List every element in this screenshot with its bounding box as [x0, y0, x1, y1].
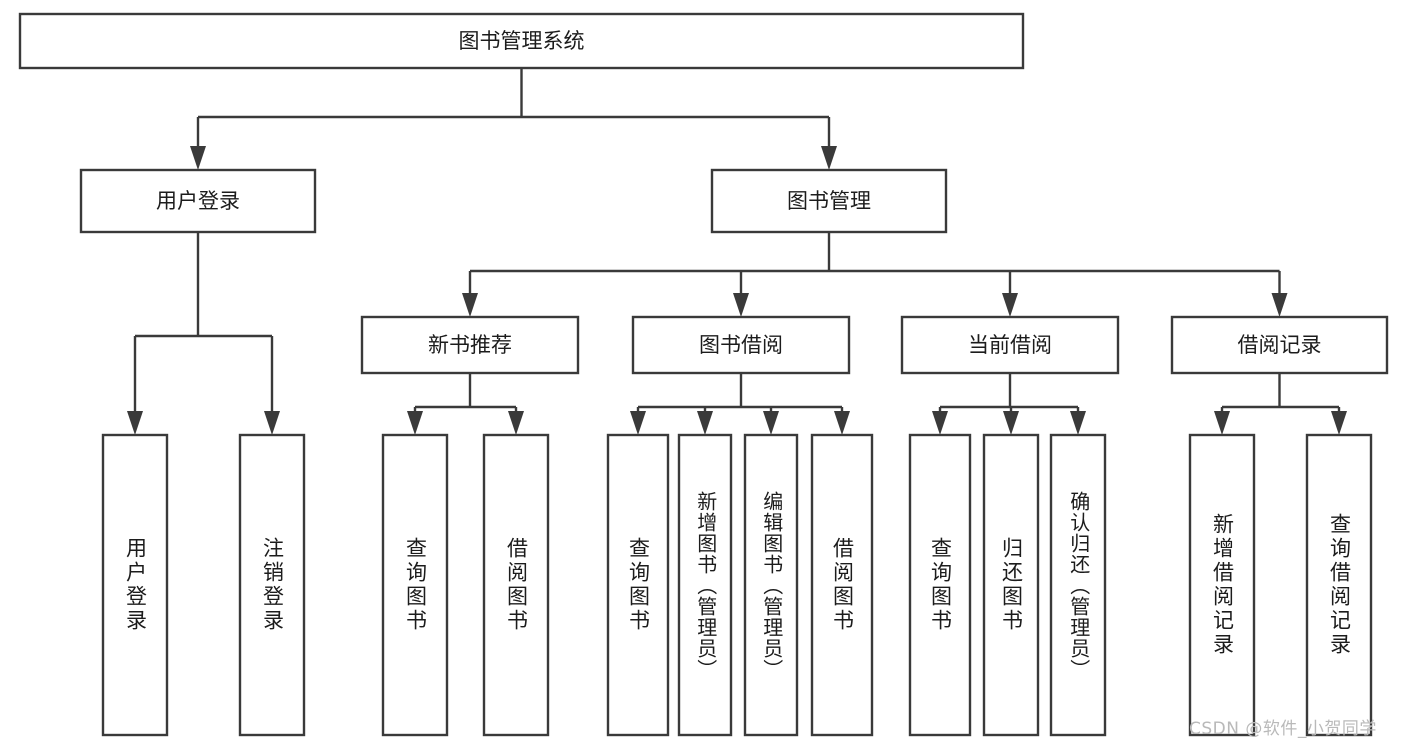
node-box-leaf-new-2[interactable]: [482, 433, 550, 737]
node-label-bookmgr: 图书管理: [787, 189, 871, 213]
arrow-head-icon: [1271, 293, 1288, 317]
node-label-current: 当前借阅: [968, 333, 1052, 357]
node-label-borrow: 图书借阅: [699, 333, 783, 357]
node-label-wrap-leaf-borrow-1[interactable]: 查询图书: [608, 435, 668, 735]
node-label-leaf-new-2: 借阅图书: [504, 537, 529, 633]
arrow-head-icon: [1070, 411, 1086, 435]
node-box-leaf-login-1[interactable]: [101, 433, 169, 737]
node-label-leaf-cur-3: 确认归还（管理员）: [1066, 490, 1091, 680]
node-box-leaf-login-2[interactable]: [238, 433, 306, 737]
node-box-leaf-rec-2[interactable]: [1305, 433, 1373, 737]
node-label-newbook: 新书推荐: [428, 333, 512, 357]
arrow-head-icon: [1331, 411, 1347, 435]
arrow-head-icon: [1002, 293, 1018, 317]
node-label-wrap-leaf-cur-2[interactable]: 归还图书: [984, 435, 1038, 735]
node-box-leaf-rec-1[interactable]: [1188, 433, 1256, 737]
node-label-wrap-leaf-borrow-4[interactable]: 借阅图书: [812, 435, 872, 735]
arrow-head-icon: [697, 411, 713, 435]
node-label-wrap-leaf-cur-1[interactable]: 查询图书: [910, 435, 970, 735]
node-box-leaf-borrow-2[interactable]: [677, 433, 733, 737]
node-box-login[interactable]: [79, 168, 317, 234]
node-box-leaf-cur-2[interactable]: [982, 433, 1040, 737]
csdn-watermark: CSDN @软件_小贺同学: [1189, 719, 1377, 739]
node-label-leaf-login-1: 用户登录: [123, 537, 148, 633]
arrow-head-icon: [127, 411, 143, 435]
arrow-head-icon: [264, 411, 280, 435]
arrow-head-icon: [630, 411, 646, 435]
node-box-leaf-new-1[interactable]: [381, 433, 449, 737]
node-label-wrap-leaf-cur-3[interactable]: 确认归还（管理员）: [1051, 435, 1105, 735]
arrow-head-icon: [407, 411, 423, 435]
node-label-wrap-leaf-new-1[interactable]: 查询图书: [383, 435, 447, 735]
edges-layer: [127, 68, 1347, 435]
node-box-leaf-borrow-1[interactable]: [606, 433, 670, 737]
node-label-leaf-borrow-3: 编辑图书（管理员）: [759, 490, 784, 680]
node-label-leaf-cur-2: 归还图书: [999, 537, 1024, 633]
node-label-wrap-leaf-new-2[interactable]: 借阅图书: [484, 435, 548, 735]
arrow-head-icon: [508, 411, 524, 435]
node-box-newbook[interactable]: [360, 315, 580, 375]
node-label-wrap-leaf-borrow-3[interactable]: 编辑图书（管理员）: [745, 435, 797, 735]
node-label-wrap-leaf-rec-1[interactable]: 新增借阅记录: [1190, 435, 1254, 735]
arrow-head-icon: [821, 146, 837, 170]
arrow-head-icon: [1214, 411, 1230, 435]
node-label-wrap-leaf-borrow-2[interactable]: 新增图书（管理员）: [679, 435, 731, 735]
arrow-head-icon: [932, 411, 948, 435]
node-label-leaf-new-1: 查询图书: [403, 537, 428, 633]
node-box-root[interactable]: [18, 12, 1025, 70]
arrow-head-icon: [763, 411, 779, 435]
arrow-head-icon: [733, 293, 749, 317]
node-label-root: 图书管理系统: [459, 29, 585, 53]
arrow-head-icon: [190, 146, 206, 170]
node-label-records: 借阅记录: [1238, 333, 1322, 357]
node-box-current[interactable]: [900, 315, 1120, 375]
node-box-leaf-cur-1[interactable]: [908, 433, 972, 737]
node-label-leaf-borrow-4: 借阅图书: [830, 537, 855, 633]
node-label-wrap-leaf-rec-2[interactable]: 查询借阅记录: [1307, 435, 1371, 735]
node-box-leaf-borrow-4[interactable]: [810, 433, 874, 737]
node-label-leaf-borrow-1: 查询图书: [626, 537, 651, 633]
arrow-head-icon: [462, 293, 478, 317]
node-box-borrow[interactable]: [631, 315, 851, 375]
node-label-leaf-login-2: 注销登录: [260, 537, 285, 633]
node-box-bookmgr[interactable]: [710, 168, 948, 234]
node-label-wrap-leaf-login-2[interactable]: 注销登录: [240, 435, 304, 735]
arrow-head-icon: [834, 411, 850, 435]
node-label-login: 用户登录: [156, 189, 240, 213]
node-box-leaf-borrow-3[interactable]: [743, 433, 799, 737]
node-box-records[interactable]: [1170, 315, 1389, 375]
node-label-leaf-rec-1: 新增借阅记录: [1210, 513, 1235, 657]
node-label-wrap-leaf-login-1[interactable]: 用户登录: [103, 435, 167, 735]
node-label-leaf-rec-2: 查询借阅记录: [1327, 513, 1352, 657]
node-box-leaf-cur-3[interactable]: [1049, 433, 1107, 737]
node-label-leaf-cur-1: 查询图书: [928, 537, 953, 633]
node-label-leaf-borrow-2: 新增图书（管理员）: [693, 490, 718, 680]
arrow-head-icon: [1003, 411, 1019, 435]
